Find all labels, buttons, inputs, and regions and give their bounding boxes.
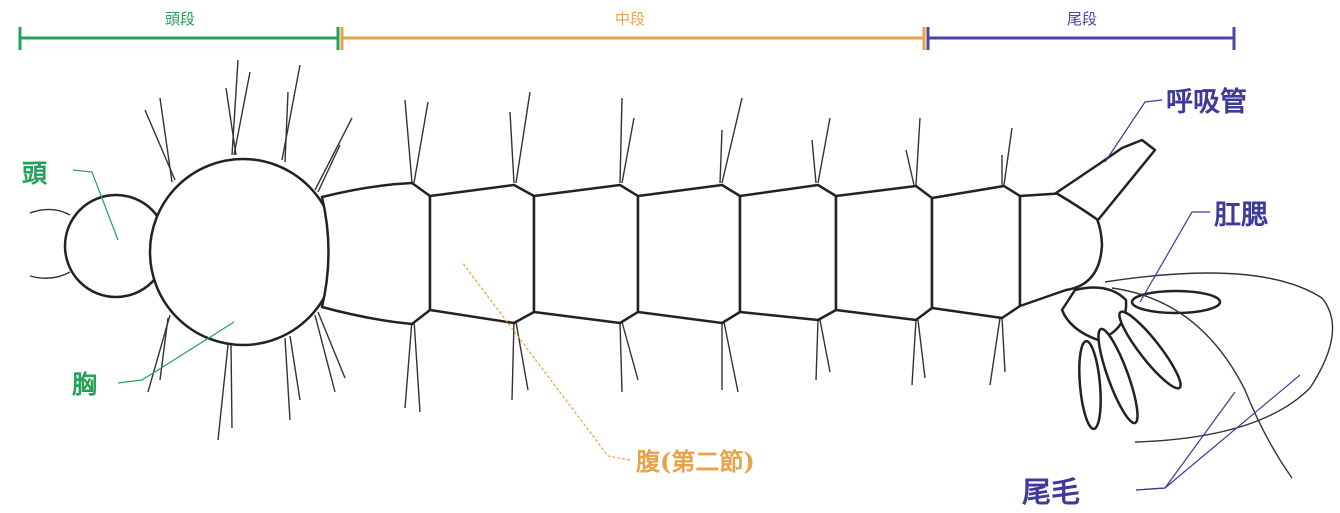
abdomen-segment-6 [836,186,932,320]
abdomen [322,183,1102,324]
abdomen-segment-1 [322,183,430,324]
segment-label-middle: 中段 [615,10,645,28]
label-siphon: 呼吸管 [1166,87,1247,118]
abdomen-segment-4 [638,185,740,323]
thorax-shape [150,159,336,345]
label-tail-hairs: 尾毛 [1022,475,1080,509]
abdomen-segment-2 [430,185,534,323]
abdomen-segment-5 [740,185,836,320]
antenna-bottom [30,272,70,278]
abdomen-segment-7 [932,186,1020,318]
segment-label-head: 頭段 [165,10,195,28]
label-head: 頭 [22,159,48,188]
label-thorax: 胸 [72,370,97,399]
segment-bar-head [20,27,338,50]
segment-label-tail: 尾段 [1067,10,1097,28]
label-abdomen: 腹(第二節) [636,447,755,476]
segment-bar-tail [928,27,1234,50]
anal-segment-shape [1062,288,1126,340]
segment-bar-middle [342,27,924,50]
abdomen-segment-3 [534,185,638,323]
antenna-top [30,209,70,215]
label-anal-gills: 肛腮 [1214,200,1268,231]
